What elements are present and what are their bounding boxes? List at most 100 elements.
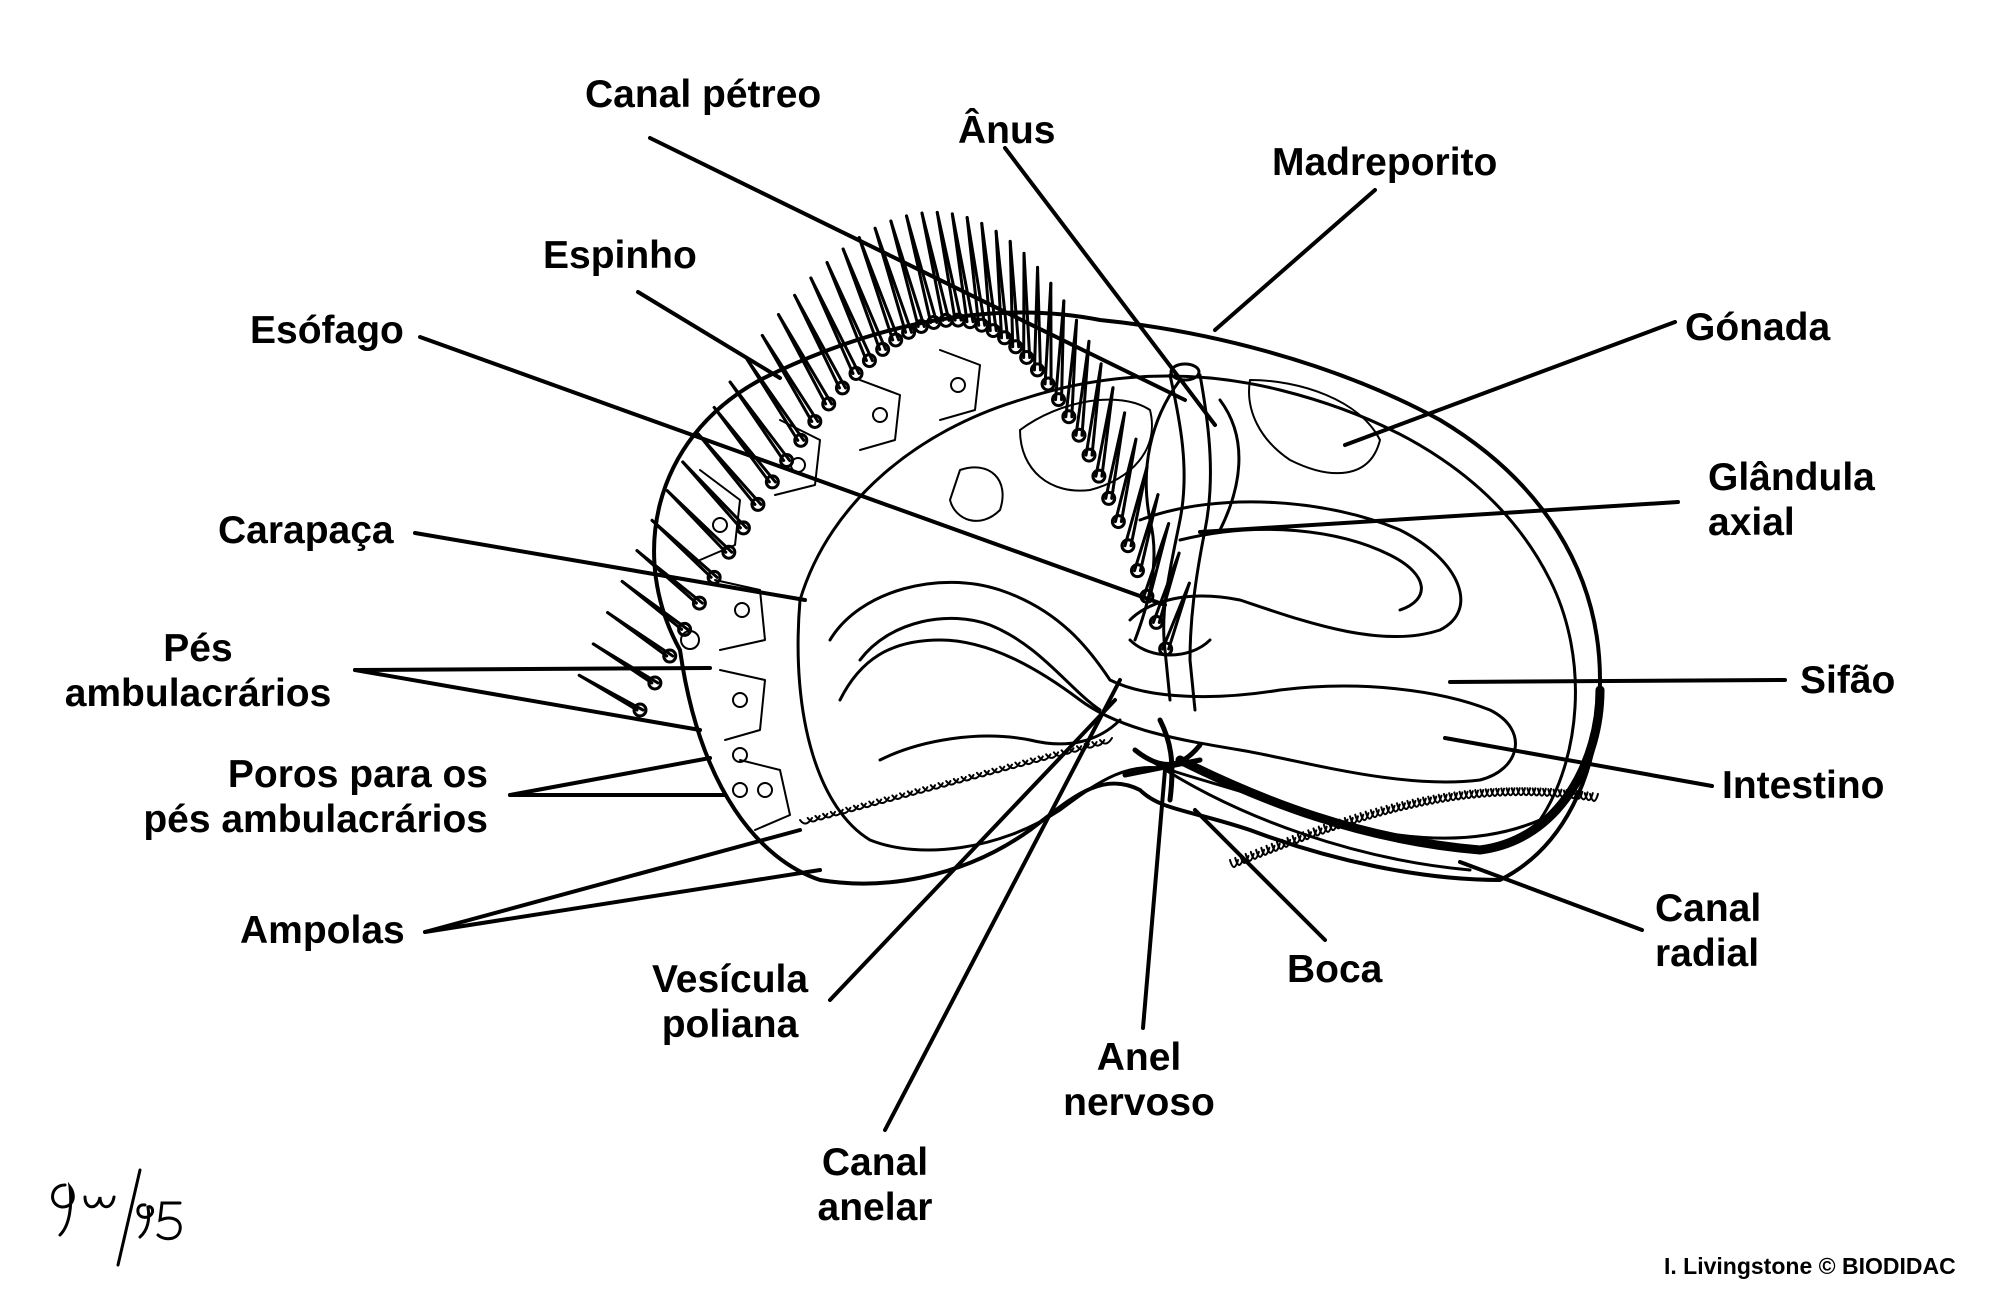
spine — [696, 432, 763, 506]
ampulla — [983, 767, 998, 776]
ampulla — [1091, 739, 1106, 747]
ampulla — [1495, 787, 1506, 797]
ampulla — [1542, 787, 1553, 797]
spine-base — [848, 365, 864, 381]
ampulla — [999, 763, 1013, 772]
label-esofago: Esófago — [250, 309, 404, 352]
intestine-drawing — [828, 500, 1517, 784]
ampulla — [1442, 792, 1453, 802]
spine-base — [821, 396, 837, 412]
spine-base — [807, 413, 823, 429]
spine-base — [793, 432, 809, 448]
label-canal-anelar: Canal anelar — [800, 1140, 950, 1230]
ampulla — [1531, 787, 1542, 797]
ampulla — [1469, 789, 1479, 799]
spine — [681, 460, 748, 530]
ampulla — [1479, 788, 1490, 798]
test-plates — [680, 349, 981, 831]
ampulla — [1583, 792, 1594, 802]
ampulla — [1557, 789, 1568, 799]
test-outline — [652, 310, 1602, 886]
ampulla — [1060, 747, 1075, 755]
spine-base — [1019, 349, 1035, 365]
ampulla — [952, 775, 967, 784]
ampulla — [1505, 787, 1516, 797]
spine — [1008, 239, 1021, 349]
spine — [889, 219, 926, 328]
spine-base — [875, 341, 891, 357]
spine — [994, 229, 1010, 340]
ampulla — [883, 794, 898, 802]
spine-base — [1091, 468, 1107, 484]
spine-base — [1081, 447, 1097, 463]
spine — [665, 489, 734, 554]
spine — [591, 642, 660, 685]
spine — [1119, 437, 1138, 524]
ampulla — [814, 812, 829, 821]
label-pes-ambulacrarios: Pés ambulacrários — [62, 626, 334, 716]
spine — [650, 518, 719, 579]
leader-lines — [353, 136, 1787, 1132]
spine — [873, 226, 914, 334]
label-vesicula-poliana-line2: poliana — [661, 1003, 799, 1046]
spine — [620, 579, 690, 631]
spine — [950, 212, 975, 324]
spine — [920, 211, 951, 322]
ampulla — [1006, 761, 1021, 770]
ampulla — [1401, 801, 1412, 811]
label-poros: Poros para os pés ambulacrários — [138, 752, 488, 842]
ampulla — [945, 778, 960, 786]
label-intestino: Intestino — [1722, 764, 1885, 807]
spine — [965, 216, 987, 327]
spine-base — [861, 353, 877, 369]
spine-base — [1008, 339, 1024, 355]
spine-base — [632, 702, 648, 718]
label-boca: Boca — [1287, 948, 1383, 991]
ampulla — [1568, 790, 1579, 800]
ampulla — [806, 814, 821, 823]
ampulla — [975, 769, 990, 778]
inner-cavity — [796, 374, 1577, 852]
ampulla — [1422, 796, 1433, 806]
spine-base — [662, 648, 678, 664]
spines — [577, 210, 1191, 718]
label-canal-radial-line1: Canal — [1655, 887, 1762, 930]
label-glandula-axial-line2: axial — [1708, 501, 1795, 544]
ampulla — [929, 782, 944, 790]
spine — [1167, 581, 1191, 651]
ampulla — [1515, 787, 1526, 797]
ampulla — [1589, 792, 1599, 802]
label-pes-ambulacrarios-line1: Pés — [163, 627, 233, 670]
spine — [1090, 362, 1103, 457]
ampulla — [1484, 788, 1495, 798]
spine — [825, 261, 874, 363]
spine — [1138, 493, 1160, 573]
label-canal-radial-line2: radial — [1655, 932, 1760, 975]
ampulla — [1489, 787, 1500, 797]
credit-line: I. Livingstone © BIODIDAC — [1664, 1253, 1956, 1279]
spine — [1060, 299, 1066, 402]
ampulla — [1521, 787, 1532, 797]
spine — [935, 210, 963, 322]
ampulla — [937, 780, 952, 788]
ampulla — [1406, 799, 1417, 809]
ampulla — [875, 796, 890, 804]
label-anel-nervoso-line1: Anel — [1096, 1036, 1182, 1079]
spine-base — [974, 317, 990, 333]
label-glandula-axial-line1: Glândula — [1708, 456, 1875, 499]
spine — [793, 293, 847, 390]
signature-drawing — [51, 1168, 182, 1267]
spine-base — [1101, 490, 1117, 506]
gonad-drawing — [949, 379, 1381, 522]
ampulla — [968, 771, 983, 780]
spine — [606, 611, 675, 658]
label-canal-radial: Canal radial — [1655, 886, 1761, 976]
ampulla — [1573, 790, 1584, 800]
ampulla — [1416, 797, 1427, 807]
spine — [1148, 522, 1171, 598]
ampulla — [829, 808, 844, 817]
ampulla — [1411, 798, 1422, 808]
spine — [1080, 339, 1091, 437]
spine — [1100, 386, 1115, 478]
